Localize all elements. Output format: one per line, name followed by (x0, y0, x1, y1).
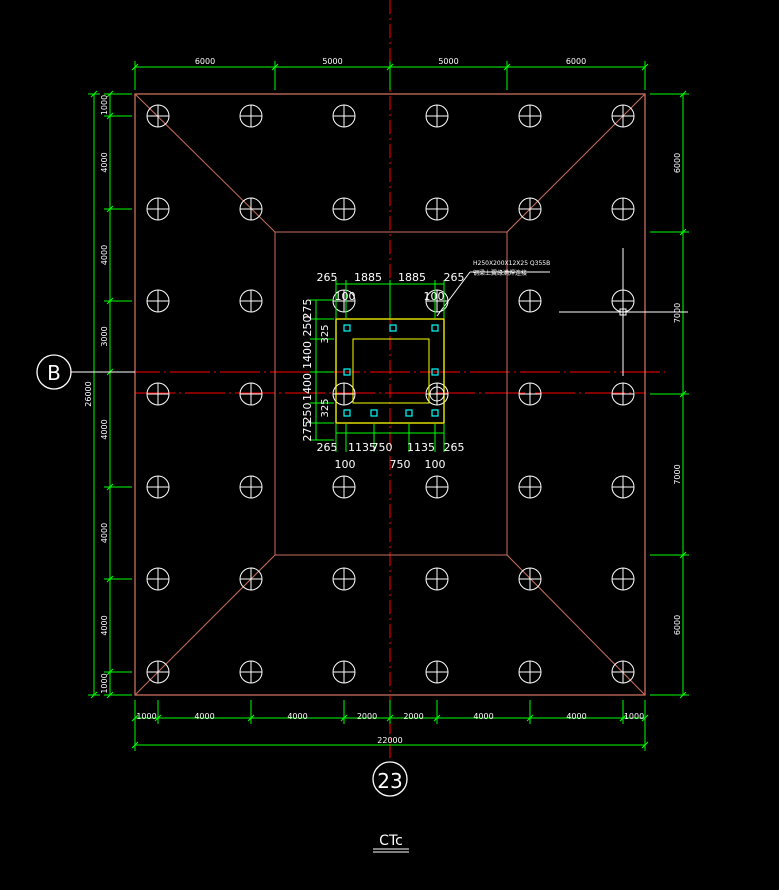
right-dim-label: 7000 (673, 464, 682, 484)
right-dim-label: 6000 (673, 615, 682, 635)
anchor-bolt (389, 324, 397, 332)
anchor-bolt (431, 324, 439, 332)
column-inner-box (352, 338, 430, 404)
inset-top-inner-label: 100 (424, 290, 445, 303)
diagonal-bottom-left (134, 554, 276, 696)
inset-top-inner-label: 100 (335, 290, 356, 303)
left-dim-label: 4000 (100, 245, 109, 265)
inset-left-top-label: 1400 (301, 341, 314, 369)
bottom-dim-label: 1000 (136, 712, 156, 721)
inset-left-top-label: 250 (301, 316, 314, 337)
pile-grid (146, 104, 635, 684)
inset-left-bottom-label: 250 (301, 403, 314, 424)
drawing-labels: B 23 CTc 22000 26000 H250X200X12X25 Q355… (36, 260, 550, 853)
inset-left-top-label: 275 (301, 299, 314, 320)
inner-boundary (274, 231, 508, 556)
diagonal-top-left (134, 93, 276, 233)
outer-boundary (134, 93, 646, 696)
grid-column-bubble (372, 761, 408, 797)
inset-bottom-label: 265 (317, 441, 338, 454)
grid-row-label: B (47, 361, 61, 385)
anchor-bolt (431, 368, 439, 376)
right-dim-label: 6000 (673, 153, 682, 173)
anchor-bolt (370, 409, 378, 417)
anchor-bolt (431, 409, 439, 417)
drawing-title: CTc (379, 833, 403, 849)
left-dim-label: 4000 (100, 419, 109, 439)
diagonal-top-right (506, 93, 646, 233)
dimension-lines: 6000 5000 5000 6000 1000 4000 4000 2000 2000 4000… (88, 57, 689, 751)
bottom-dim-label: 2000 (403, 712, 423, 721)
top-dim-label: 5000 (438, 57, 458, 66)
inset-left-small-label: 325 (320, 398, 331, 417)
inset-bottom-label: 1135 (407, 441, 435, 454)
inset-left-bottom-label: 275 (301, 421, 314, 442)
bottom-dim-label: 4000 (566, 712, 586, 721)
axis-lines (70, 0, 665, 760)
cursor-box (619, 308, 627, 316)
inset-bottom-label: 1135 (348, 441, 376, 454)
bottom-dim-label: 4000 (287, 712, 307, 721)
anchor-bolt (405, 409, 413, 417)
left-dim-label: 4000 (100, 523, 109, 543)
inset-top-label: 265 (317, 271, 338, 284)
inset-left-small-label: 325 (320, 324, 331, 343)
top-dim-label: 6000 (566, 57, 586, 66)
diagonal-bottom-right (506, 554, 646, 696)
annotation-line1: H250X200X12X25 Q355B (473, 260, 550, 267)
left-total-dim-slash (90, 691, 98, 699)
grid-column-label: 23 (377, 769, 402, 793)
right-dim-label: 7000 (673, 303, 682, 323)
anchor-bolt (343, 368, 351, 376)
bottom-dim-label: 1000 (624, 712, 644, 721)
left-total-dim-slash (90, 90, 98, 98)
left-dim-label: 1000 (100, 673, 109, 693)
inset-bottom-label: 265 (444, 441, 465, 454)
bottom-dim-label: 2000 (357, 712, 377, 721)
anchor-bolt (343, 409, 351, 417)
inset-bottom-inner-label: 100 (335, 458, 356, 471)
column-base-plate (335, 318, 445, 424)
top-dim-label: 5000 (322, 57, 342, 66)
inset-bottom-label: 750 (372, 441, 393, 454)
bottom-dim-label: 4000 (194, 712, 214, 721)
total-width-label: 22000 (377, 736, 402, 745)
column-pile (429, 386, 445, 402)
anchor-bolt (343, 324, 351, 332)
bottom-dim-label: 4000 (473, 712, 493, 721)
left-dim-label: 1000 (100, 95, 109, 115)
inset-top-label: 1885 (398, 271, 426, 284)
annotation-leader (436, 271, 471, 317)
inset-bottom-inner-label: 750 (390, 458, 411, 471)
inset-left-bottom-label: 1400 (301, 373, 314, 401)
top-dim-label: 6000 (195, 57, 215, 66)
total-height-label: 26000 (84, 381, 93, 406)
inset-top-label: 1885 (354, 271, 382, 284)
inset-bottom-inner-label: 100 (425, 458, 446, 471)
left-dim-label: 4000 (100, 615, 109, 635)
inset-top-label: 265 (444, 271, 465, 284)
annotation-line2: 钢梁上翼缘满焊连接 (473, 269, 527, 277)
left-dim-label: 3000 (100, 326, 109, 346)
left-dim-label: 4000 (100, 152, 109, 172)
